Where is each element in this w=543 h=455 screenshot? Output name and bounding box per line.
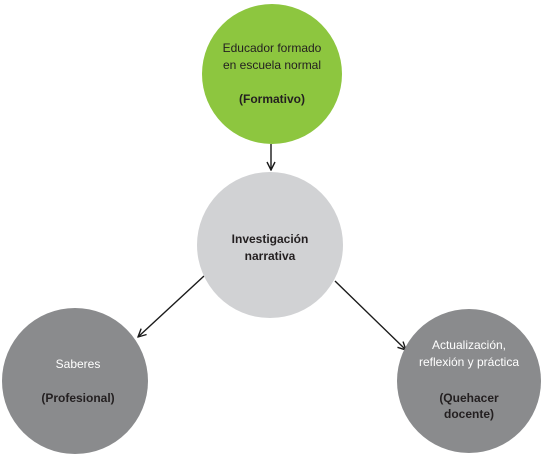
node-investigacion-line1: Investigación	[232, 232, 309, 246]
node-quehacer-tag2: docente)	[444, 407, 494, 421]
node-formativo-tag: (Formativo)	[239, 92, 305, 106]
node-quehacer-line2: reflexión y práctica	[419, 355, 519, 369]
node-formativo-line1: Educador formado	[223, 41, 322, 55]
node-investigacion: Investigación narrativa	[197, 172, 343, 318]
node-formativo: Educador formado en escuela normal (Form…	[202, 4, 342, 144]
node-investigacion-circle	[197, 172, 343, 318]
arrow-center-to-left	[138, 275, 205, 337]
node-quehacer: Actualización, reflexión y práctica (Que…	[397, 309, 541, 453]
node-profesional-tag: (Profesional)	[41, 391, 114, 405]
node-formativo-line2: en escuela normal	[223, 58, 321, 72]
node-profesional: Saberes (Profesional)	[2, 308, 148, 454]
arrow-center-to-right	[334, 280, 406, 350]
node-profesional-line1: Saberes	[56, 357, 101, 371]
node-quehacer-circle	[397, 309, 541, 453]
node-formativo-circle	[202, 4, 342, 144]
node-profesional-circle	[2, 308, 148, 454]
node-investigacion-line2: narrativa	[245, 249, 296, 263]
node-quehacer-tag1: (Quehacer	[439, 391, 499, 405]
node-quehacer-line1: Actualización,	[432, 338, 506, 352]
